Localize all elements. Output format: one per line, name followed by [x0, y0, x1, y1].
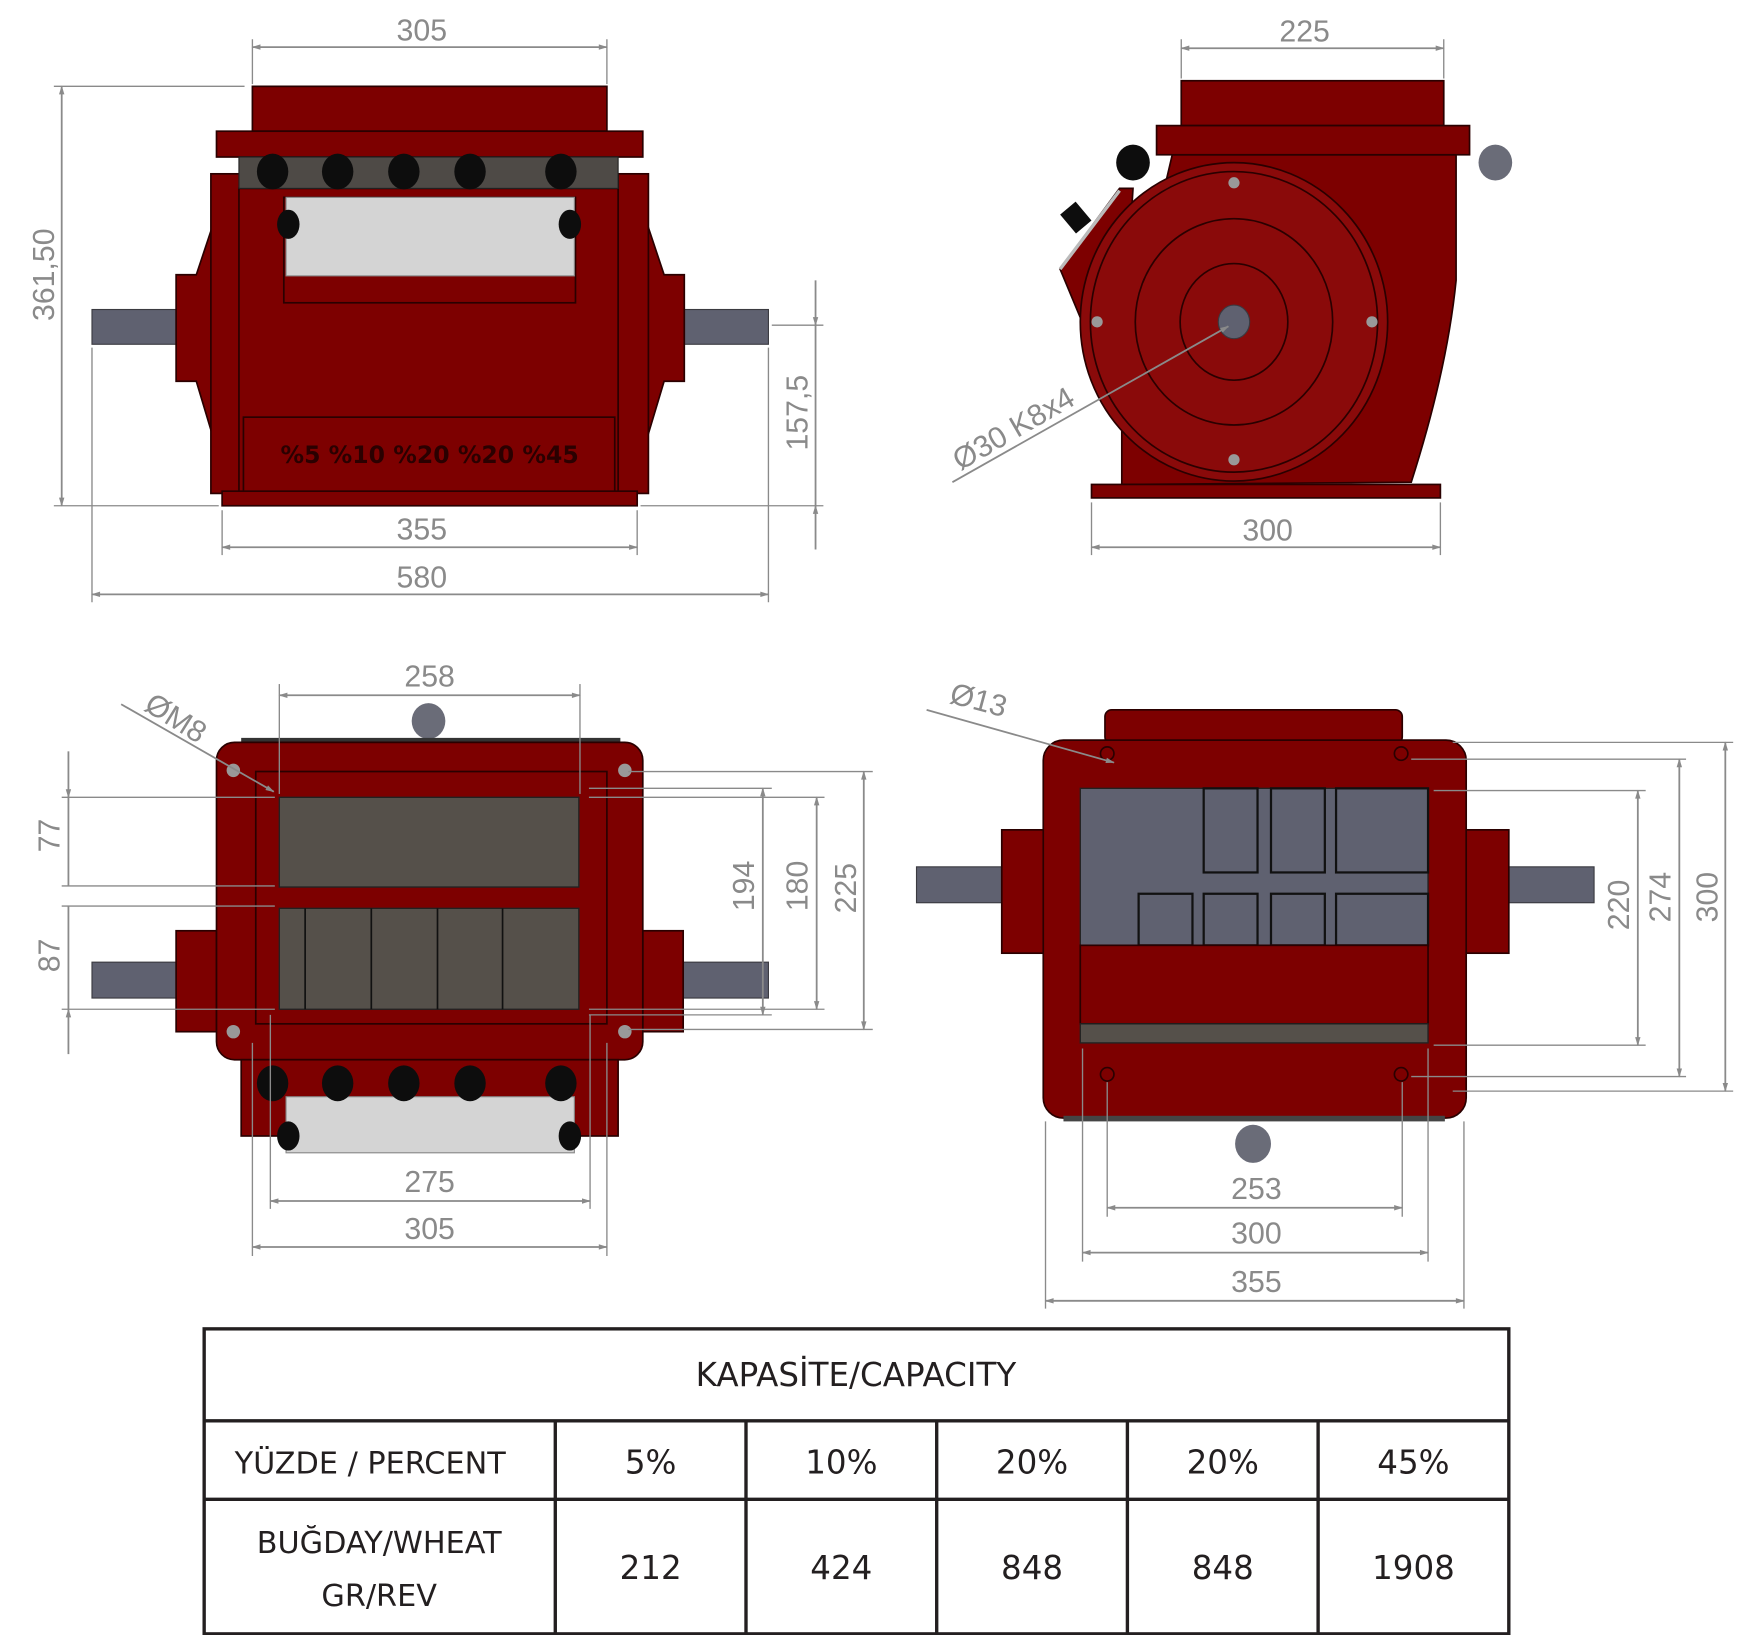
- window-knob-icon: [277, 209, 300, 239]
- outlet-strip: [1079, 1023, 1429, 1044]
- right-bearing: [1463, 828, 1510, 955]
- dim-300: 300: [1231, 1218, 1282, 1251]
- dim-side-top-width: 225: [1279, 15, 1330, 48]
- bolt-icon: [1091, 316, 1103, 328]
- left-side-plate: [210, 172, 241, 495]
- wheat-cell: 848: [1001, 1549, 1063, 1587]
- inlet-flange: [215, 130, 644, 158]
- bottom-top-box: [1104, 709, 1404, 745]
- dim-77: 77: [33, 819, 66, 853]
- dim-275: 275: [404, 1166, 455, 1199]
- shaft-callout: Ø30 K8x4: [947, 381, 1080, 477]
- dim-height: 361,50: [28, 228, 61, 321]
- bolt-icon: [1228, 177, 1240, 189]
- top-view: 258 ØM8 77 87 194 180 225 275 305: [33, 660, 873, 1256]
- left-shaft: [915, 866, 1003, 904]
- dim-225: 225: [830, 863, 863, 913]
- window-knob-icon: [558, 209, 582, 239]
- dim-overall-width: 580: [397, 562, 448, 595]
- dim-300-vertical: 300: [1691, 872, 1724, 922]
- wheat-cell: 212: [620, 1549, 682, 1587]
- percent-cell: 10%: [805, 1444, 877, 1482]
- dim-inner-width: 258: [404, 660, 455, 693]
- percent-engraving: %5 %10 %20 %20 %45: [281, 441, 579, 469]
- right-shaft: [1508, 866, 1595, 904]
- dim-87: 87: [33, 939, 66, 973]
- hole-callout: ØM8: [139, 687, 212, 750]
- side-inlet-box: [1180, 79, 1445, 127]
- wheat-row-label: BUĞDAY/WHEAT: [257, 1524, 502, 1561]
- divider-knobs: [256, 1065, 582, 1151]
- outlet-panel: [242, 416, 616, 495]
- capacity-table: KAPASİTE/CAPACITY YÜZDE / PERCENT 5% 10%…: [202, 1327, 1511, 1635]
- left-bearing-flange: [175, 224, 214, 438]
- percent-cell: 5%: [625, 1444, 677, 1482]
- dim-base-width: 355: [397, 513, 448, 546]
- left-shaft: [91, 961, 178, 999]
- dim-355: 355: [1231, 1266, 1282, 1299]
- knob-icon: [1116, 144, 1150, 181]
- dim-shaft-height: 157,5: [782, 375, 815, 451]
- dim-274: 274: [1644, 872, 1677, 922]
- top-body: [215, 741, 644, 1061]
- left-bearing: [175, 929, 218, 1033]
- percent-cell: 45%: [1377, 1444, 1449, 1482]
- left-bearing: [1000, 828, 1048, 955]
- table-title: KAPASİTE/CAPACITY: [696, 1356, 1017, 1394]
- leader-line: [951, 325, 1230, 483]
- knob-icon: [1478, 144, 1513, 181]
- right-shaft: [682, 308, 769, 345]
- side-view: 225 300 Ø30 K8x4: [947, 15, 1513, 556]
- dim-253: 253: [1231, 1173, 1282, 1206]
- wheat-cell: 424: [810, 1549, 872, 1587]
- right-bearing-flange: [646, 224, 686, 438]
- percent-cell: 20%: [996, 1444, 1068, 1482]
- right-shaft: [682, 961, 769, 999]
- inspection-window: [285, 196, 575, 277]
- bottom-view: Ø13 253 300 355 220 274 300: [915, 677, 1734, 1309]
- rotor-opening: [1079, 787, 1429, 947]
- upper-opening: [278, 796, 580, 888]
- inlet-box: [251, 85, 608, 133]
- dim-180: 180: [782, 861, 815, 911]
- side-base: [1090, 483, 1442, 499]
- wheat-cell: 1908: [1372, 1549, 1455, 1587]
- bolt-icon: [1366, 316, 1378, 328]
- dim-220: 220: [1603, 880, 1636, 930]
- percent-cell: 20%: [1187, 1444, 1259, 1482]
- knob-icon: [1235, 1124, 1271, 1163]
- latch-icon: [1060, 201, 1092, 234]
- right-side-plate: [617, 172, 650, 495]
- outlet-section: [1079, 944, 1429, 1025]
- knob-icon: [411, 703, 446, 740]
- wheat-row-unit: GR/REV: [321, 1579, 437, 1614]
- shaft-end: [1217, 304, 1251, 340]
- divider-knobs: [256, 153, 577, 190]
- side-inlet-flange: [1155, 124, 1471, 156]
- percent-row-label: YÜZDE / PERCENT: [234, 1445, 507, 1482]
- divider-compartments: [278, 907, 580, 1010]
- bolt-icon: [1228, 454, 1240, 466]
- dim-top-width: 305: [397, 14, 448, 47]
- right-bearing: [641, 929, 685, 1033]
- left-shaft: [91, 308, 178, 345]
- base-flange: [221, 490, 639, 507]
- wheat-cell: 848: [1192, 1549, 1254, 1587]
- dim-194: 194: [728, 861, 761, 911]
- hole-callout: Ø13: [947, 677, 1011, 724]
- dim-305: 305: [404, 1213, 455, 1246]
- dim-side-base-width: 300: [1242, 515, 1293, 548]
- inspection-window: [285, 1096, 575, 1154]
- front-view: %5 %10 %20 %20 %45 305 361,50 157,5 355 …: [28, 14, 824, 603]
